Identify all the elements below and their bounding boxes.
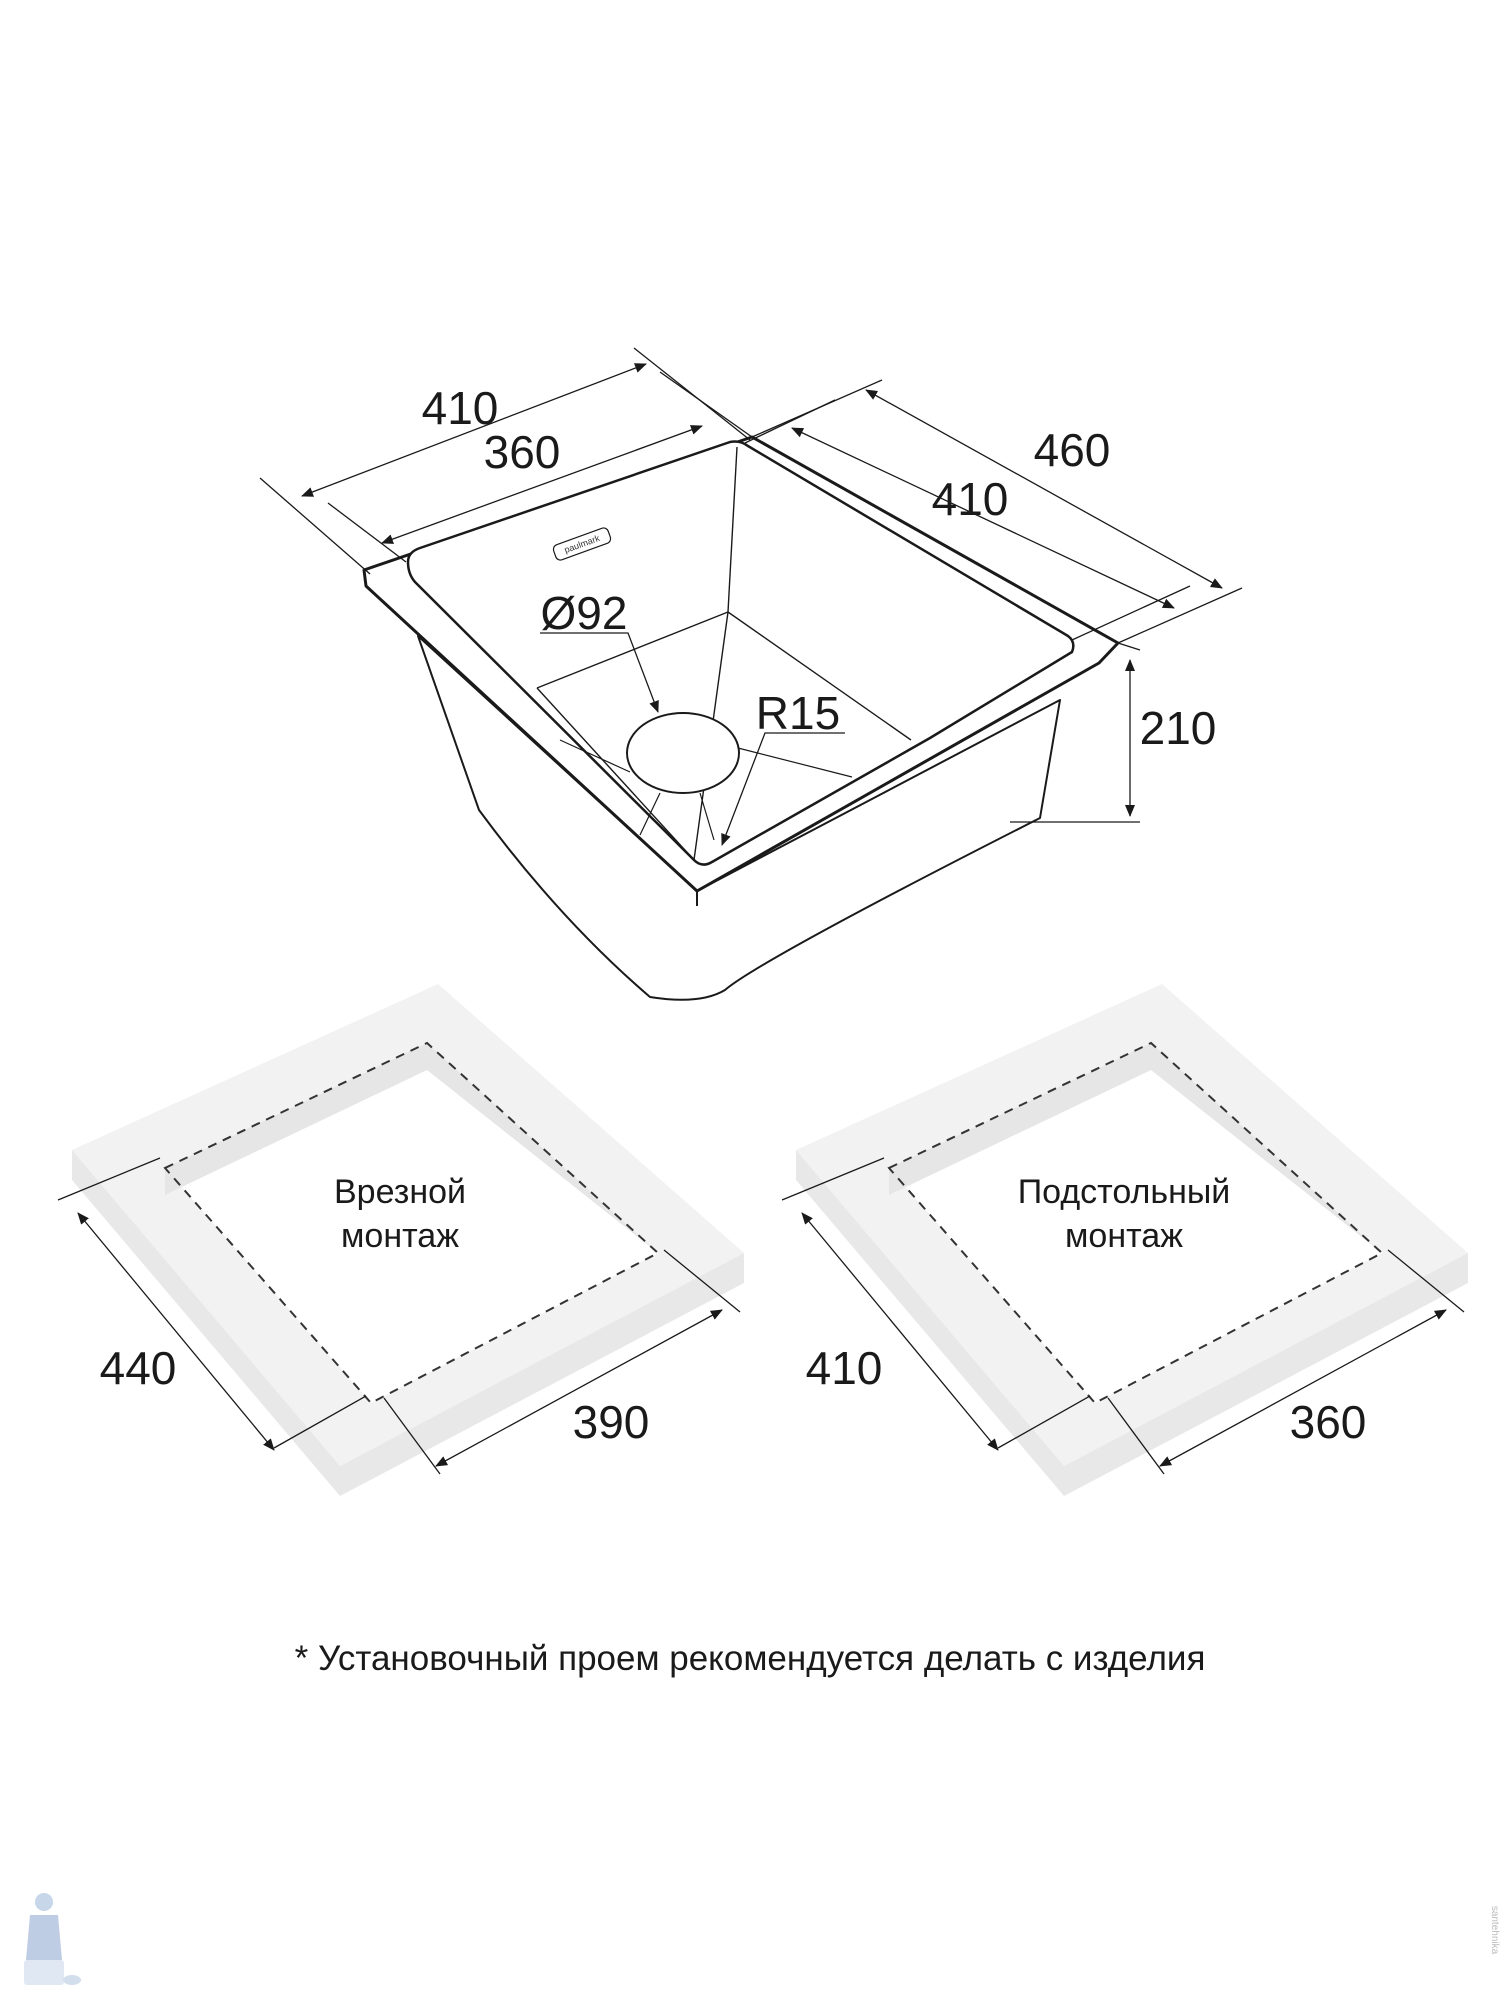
drain-hole: [626, 712, 740, 794]
sink-dimension-lines: [259, 347, 1243, 846]
dim-inner-depth-label: 410: [932, 473, 1009, 525]
inset-mount-slab: [57, 984, 744, 1496]
dim-drain-label: Ø92: [541, 587, 628, 639]
inset-dim-width-label: 390: [573, 1396, 650, 1448]
under-dim-line-width: [1159, 1309, 1447, 1467]
inset-label-line1: Врезной: [334, 1173, 466, 1211]
under-cutout-outline: [887, 1041, 1384, 1405]
under-dim-line-depth: [801, 1212, 999, 1451]
inset-cutout-outline: [163, 1041, 660, 1405]
dim-line-inner-depth: [791, 427, 1175, 609]
under-label-line2: монтаж: [1065, 1217, 1183, 1255]
dim-inner-width-label: 360: [484, 426, 561, 478]
inset-dim-line-depth: [77, 1212, 275, 1451]
inset-dim-depth-label: 440: [100, 1342, 177, 1394]
footnote: * Установочный проем рекомендуется делат…: [295, 1639, 1206, 1678]
dim-outer-width-label: 410: [422, 382, 499, 434]
radius-leader: [721, 732, 845, 846]
plumber-watermark-icon: [24, 1893, 81, 1985]
inset-dim-line-width: [435, 1309, 723, 1467]
undermount-slab: [781, 984, 1468, 1496]
dim-line-inner-width: [381, 425, 703, 544]
under-label-line1: Подстольный: [1018, 1173, 1231, 1211]
inset-label-line2: монтаж: [341, 1217, 459, 1255]
side-watermark: santehnika: [1489, 1906, 1500, 1955]
dim-height-label: 210: [1140, 702, 1217, 754]
drain-leader: [540, 632, 659, 713]
under-dim-depth-label: 410: [806, 1342, 883, 1394]
sink-outer-body: [417, 635, 1061, 1001]
dim-radius-label: R15: [756, 687, 840, 739]
under-dim-width-label: 360: [1290, 1396, 1367, 1448]
dim-outer-depth-label: 460: [1034, 424, 1111, 476]
